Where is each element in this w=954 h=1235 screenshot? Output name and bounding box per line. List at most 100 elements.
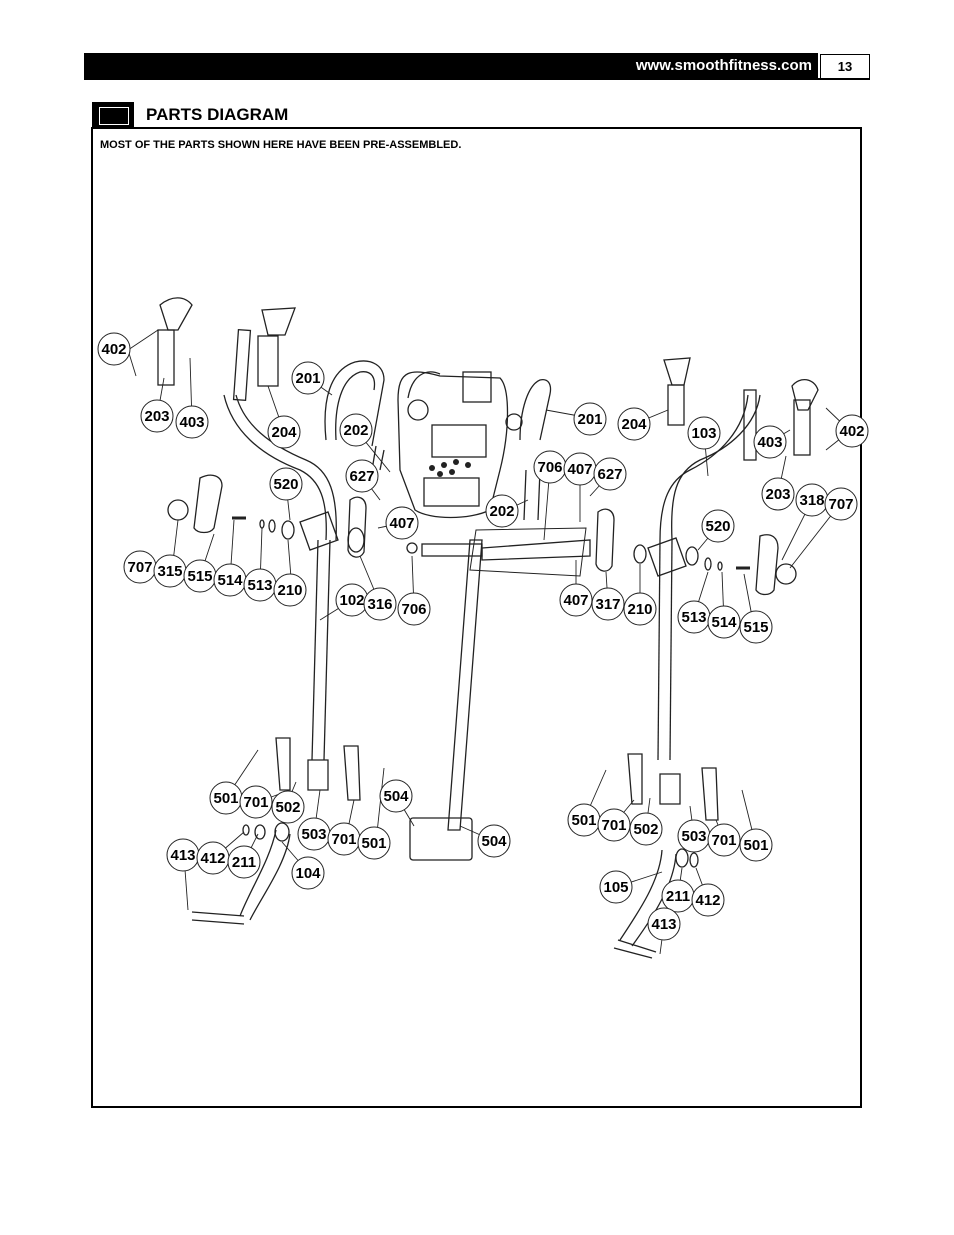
callout-number: 407 [567, 461, 592, 478]
callout-number: 317 [595, 596, 620, 613]
callout-402-right: 402 [835, 414, 869, 448]
callout-number: 701 [243, 794, 268, 811]
callout-504-lower: 504 [477, 824, 511, 858]
header-rule [84, 78, 870, 80]
callout-number: 701 [331, 831, 356, 848]
callout-number: 315 [157, 563, 182, 580]
callout-number: 413 [651, 916, 676, 933]
callout-number: 204 [621, 416, 647, 433]
callout-514-left: 514 [213, 563, 247, 597]
callout-number: 203 [765, 486, 790, 503]
callout-413-left: 413 [166, 838, 200, 872]
callout-513-right: 513 [677, 600, 711, 634]
callout-number: 407 [389, 515, 414, 532]
callout-627-right: 627 [593, 457, 627, 491]
callout-515-right: 515 [739, 610, 773, 644]
callout-412-right: 412 [691, 883, 725, 917]
callout-502-right: 502 [629, 812, 663, 846]
callout-number: 402 [839, 423, 864, 440]
callout-504-upper: 504 [379, 779, 413, 813]
callout-202-right: 202 [485, 494, 519, 528]
callout-number: 202 [343, 422, 368, 439]
callout-203-left: 203 [140, 399, 174, 433]
callout-number: 103 [691, 425, 716, 442]
callout-number: 402 [101, 341, 126, 358]
callout-number: 701 [601, 817, 626, 834]
callout-315: 315 [153, 554, 187, 588]
callout-520-right: 520 [701, 509, 735, 543]
section-marker [92, 102, 134, 128]
callout-501-right-inner: 501 [739, 828, 773, 862]
callout-number: 502 [633, 821, 658, 838]
callout-number: 514 [217, 572, 243, 589]
callout-707-right: 707 [824, 487, 858, 521]
callout-number: 210 [627, 601, 652, 618]
callout-514-right: 514 [707, 605, 741, 639]
callout-number: 707 [127, 559, 152, 576]
callout-402-left: 402 [97, 332, 131, 366]
callout-201-right: 201 [573, 402, 607, 436]
callout-104: 104 [291, 856, 325, 890]
callout-number: 104 [295, 865, 321, 882]
callout-105: 105 [599, 870, 633, 904]
left-arm-upper-edge [235, 394, 337, 541]
callout-203-right: 203 [761, 477, 795, 511]
console-body [397, 371, 509, 519]
assembly-note: MOST OF THE PARTS SHOWN HERE HAVE BEEN P… [100, 139, 462, 151]
callout-number: 201 [577, 411, 602, 428]
header-bar: www.smoothfitness.com [84, 53, 818, 79]
callout-number: 403 [757, 434, 782, 451]
callout-number: 202 [489, 503, 514, 520]
left-arm-upper [223, 394, 327, 541]
callout-number: 520 [273, 476, 298, 493]
callout-number: 102 [339, 592, 364, 609]
callout-number: 515 [743, 619, 768, 636]
callout-number: 201 [295, 370, 320, 387]
callout-701-left-inner: 701 [327, 822, 361, 856]
callout-number: 412 [200, 850, 225, 867]
callout-number: 412 [695, 892, 720, 909]
callout-707-left: 707 [123, 550, 157, 584]
callout-407-upper: 407 [563, 452, 597, 486]
diagram-frame [91, 127, 862, 1108]
website-url: www.smoothfitness.com [635, 57, 812, 74]
callout-number: 501 [571, 812, 596, 829]
callout-513-left: 513 [243, 568, 277, 602]
callout-204-right: 204 [617, 407, 651, 441]
callout-103: 103 [687, 416, 721, 450]
callout-number: 706 [537, 459, 562, 476]
callout-202-left: 202 [339, 413, 373, 447]
callout-515-left: 515 [183, 559, 217, 593]
callout-701-left-outer: 701 [239, 785, 273, 819]
callout-number: 627 [349, 468, 374, 485]
callout-number: 203 [144, 408, 169, 425]
callout-number: 514 [711, 614, 737, 631]
callout-627-left: 627 [345, 459, 379, 493]
callout-number: 413 [170, 847, 195, 864]
callout-501-left-outer: 501 [209, 781, 243, 815]
callout-403-left: 403 [175, 405, 209, 439]
callout-number: 501 [743, 837, 768, 854]
section-title: PARTS DIAGRAM [146, 105, 289, 124]
callout-501-left-inner: 501 [357, 826, 391, 860]
callout-204-left: 204 [267, 415, 301, 449]
callout-number: 701 [711, 832, 736, 849]
callout-706-left: 706 [397, 592, 431, 626]
callout-number: 707 [828, 496, 853, 513]
callout-number: 502 [275, 799, 300, 816]
section-header: PARTS DIAGRAM [92, 102, 863, 128]
callout-number: 520 [705, 518, 730, 535]
callout-number: 501 [213, 790, 238, 807]
callout-407-left: 407 [385, 506, 419, 540]
callout-502-left: 502 [271, 790, 305, 824]
callout-701-right-outer: 701 [597, 808, 631, 842]
callout-number: 515 [187, 568, 212, 585]
callout-number: 706 [401, 601, 426, 618]
callout-201-left: 201 [291, 361, 325, 395]
callout-412-left: 412 [196, 841, 230, 875]
callout-316: 316 [363, 587, 397, 621]
callout-number: 403 [179, 414, 204, 431]
callout-413-right: 413 [647, 907, 681, 941]
callout-number: 504 [383, 788, 409, 805]
